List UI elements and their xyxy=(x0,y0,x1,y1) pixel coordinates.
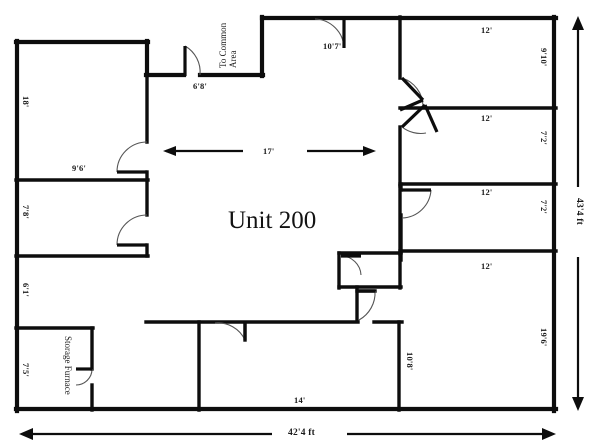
dim-entry-door-width: 6'8' xyxy=(193,81,208,91)
dim-right-room-3-height: 7'2' xyxy=(539,200,549,215)
dim-right-room-1-height: 9'10' xyxy=(539,48,549,67)
right-rooms-walls xyxy=(398,15,558,262)
dim-bottom-room-width: 14' xyxy=(294,395,306,405)
dim-left-top-room-height: 18' xyxy=(21,96,31,108)
dim-overall-height: 43'4 ft xyxy=(574,198,584,225)
dim-right-room-2-width: 12' xyxy=(481,113,493,123)
bottom-rooms-walls xyxy=(144,320,404,412)
dim-right-room-4-height: 19'6' xyxy=(539,328,549,347)
dim-left-mid-room-height: 7'8' xyxy=(21,205,31,220)
dim-bottom-right-room-height: 10'8' xyxy=(405,352,415,371)
dim-right-room-1-width: 12' xyxy=(481,25,493,35)
dim-overall-width: 42'4 ft xyxy=(288,428,315,438)
dim-right-room-3-width: 12' xyxy=(481,187,493,197)
left-rooms-walls xyxy=(14,39,150,412)
dim-left-corridor-height: 6'1' xyxy=(21,283,31,298)
dim-right-room-4-width: 12' xyxy=(481,261,493,271)
dimension-arrows xyxy=(19,16,584,440)
doors xyxy=(75,18,439,386)
storage-furnace-room-label: Storage Furnace xyxy=(63,336,73,395)
unit-title: Unit 200 xyxy=(228,207,317,234)
dim-left-top-room-width: 9'6' xyxy=(72,163,87,173)
dim-right-room-2-height: 7'2' xyxy=(539,131,549,146)
center-closet-walls xyxy=(337,251,403,323)
outer-walls xyxy=(13,14,559,414)
dim-storage-room-height: 7'5' xyxy=(21,363,31,378)
dim-center-span: 17' xyxy=(263,146,275,156)
dim-top-room-width: 10'7' xyxy=(323,41,342,51)
